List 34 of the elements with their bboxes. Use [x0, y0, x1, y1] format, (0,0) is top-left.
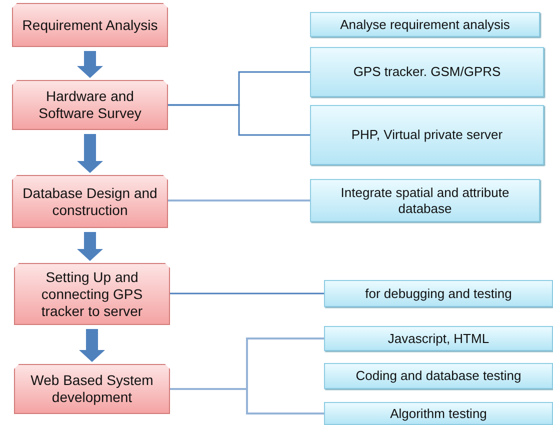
box-text: Algorithm testing	[389, 406, 488, 422]
note-box	[310, 47, 544, 97]
note-box	[324, 402, 553, 425]
note-box	[310, 179, 540, 222]
note-box	[324, 280, 553, 307]
box-text: Analyse requirement analysis	[339, 16, 511, 32]
note-box	[310, 12, 540, 37]
box-text: Coding and database testing	[354, 368, 522, 384]
process-box	[14, 364, 170, 414]
box-text: Web Based System development	[30, 372, 154, 406]
box-text: Javascript, HTML	[386, 330, 490, 346]
connector-line	[170, 292, 324, 294]
connector-line	[170, 388, 324, 414]
box-text: PHP, Virtual private server	[350, 127, 504, 143]
box-text: for debugging and testing	[364, 286, 513, 302]
box-text: GPS tracker. GSM/GPRS	[352, 64, 502, 80]
block-arrow	[79, 329, 105, 362]
block-arrow	[77, 232, 103, 261]
note-box	[324, 326, 553, 351]
box-text: Integrate spatial and attribute database	[340, 184, 510, 216]
process-box	[12, 175, 168, 228]
box-text: Requirement Analysis	[21, 16, 159, 34]
note-box	[310, 105, 544, 165]
note-box	[324, 363, 553, 389]
process-box	[12, 80, 168, 130]
box-text: Database Design and construction	[22, 184, 158, 218]
connector-line	[168, 104, 310, 136]
block-arrow	[77, 51, 103, 78]
block-arrow	[77, 134, 103, 173]
box-text: Setting Up and connecting GPS tracker to server	[40, 268, 144, 320]
process-box	[14, 263, 170, 325]
connector-line	[168, 200, 310, 202]
box-text: Hardware and Software Survey	[38, 88, 142, 122]
process-box	[12, 3, 168, 47]
